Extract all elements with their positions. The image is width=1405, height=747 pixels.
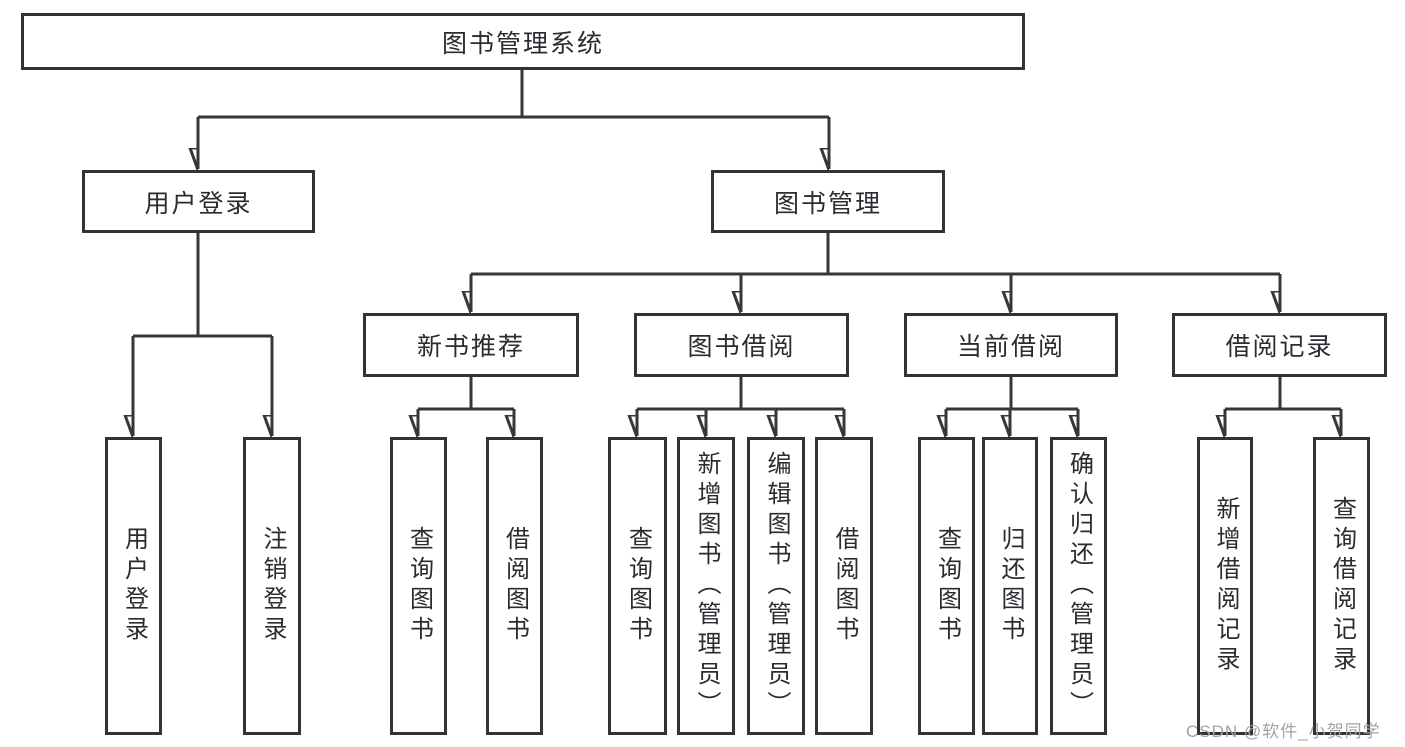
node-library-management-system: 图书管理系统 [21,13,1025,70]
watermark-text: CSDN @软件_小贺同学 [1186,722,1381,741]
leaf-edit-books-admin: 编辑图书（管理员） [747,437,805,735]
leaf-confirm-return-admin: 确认归还（管理员） [1050,437,1107,735]
node-user-login: 用户登录 [82,170,315,233]
leaf-add-books-admin: 新增图书（管理员） [677,437,735,735]
leaf-user-login: 用户登录 [105,437,162,735]
node-book-borrowing: 图书借阅 [634,313,849,377]
leaf-add-borrow-record: 新增借阅记录 [1197,437,1253,735]
leaf-query-books-recommend: 查询图书 [390,437,447,735]
node-current-borrowing: 当前借阅 [904,313,1118,377]
leaf-query-books-borrowing: 查询图书 [608,437,667,735]
leaf-return-books: 归还图书 [982,437,1038,735]
node-borrowing-records: 借阅记录 [1172,313,1387,377]
node-new-book-recommend: 新书推荐 [363,313,579,377]
leaf-borrow-books-recommend: 借阅图书 [486,437,543,735]
leaf-query-books-current: 查询图书 [918,437,975,735]
leaf-logout: 注销登录 [243,437,301,735]
leaf-query-borrow-record: 查询借阅记录 [1313,437,1370,735]
node-book-management: 图书管理 [711,170,945,233]
leaf-borrow-books: 借阅图书 [815,437,873,735]
